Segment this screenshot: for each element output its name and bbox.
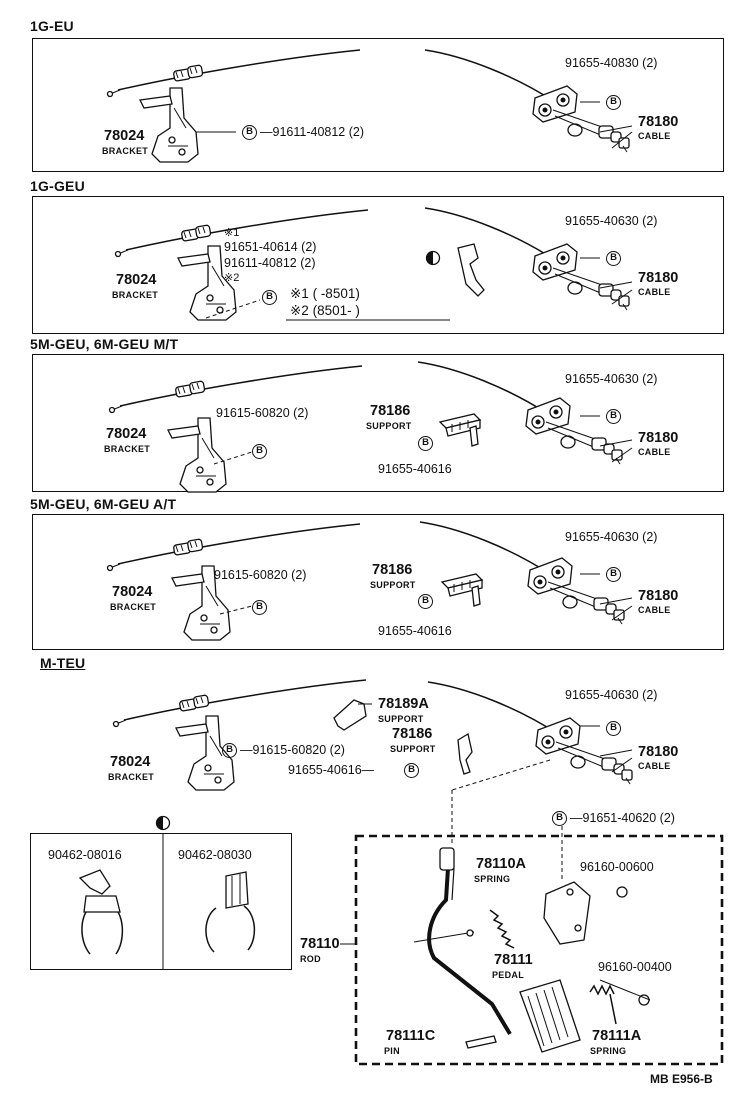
part-name-cable: CABLE	[638, 605, 671, 615]
section-title-1g-eu: 1G-EU	[30, 18, 74, 34]
bolt-marker: B	[418, 594, 433, 609]
part-number-spring: 78110A	[476, 856, 526, 872]
section-title-at: 5M-GEU, 6M-GEU A/T	[30, 496, 177, 512]
part-number-support: 78186	[370, 403, 411, 419]
part-name-support: SUPPORT	[366, 421, 412, 431]
bolt-marker: B	[242, 125, 257, 140]
part-name-spring: SPRING	[474, 874, 511, 884]
part-name-pedal: PEDAL	[492, 970, 525, 980]
part-name-bracket: BRACKET	[104, 444, 151, 454]
part-name-bracket: BRACKET	[112, 290, 159, 300]
part-number-support: 78186	[372, 562, 413, 578]
part-number-clip-a: 90462-08016	[48, 848, 122, 862]
part-number-bracket: 78024	[110, 754, 151, 770]
bolt-marker: B	[606, 95, 621, 110]
bolt-marker: B	[606, 721, 621, 736]
part-number: 91655-40830 (2)	[565, 56, 658, 70]
part-number-pin: 78111C	[386, 1028, 436, 1044]
part-number-bracket: 78024	[106, 426, 147, 442]
part-number-support: 78186	[392, 726, 433, 742]
section-title-m-teu: M-TEU	[40, 655, 86, 671]
section-title-mt: 5M-GEU, 6M-GEU M/T	[30, 336, 179, 352]
part-number-rod: 78110	[300, 936, 340, 952]
panel-1g-geu	[32, 196, 724, 334]
bolt-marker: B	[418, 436, 433, 451]
part-number: 91611-40812 (2)	[224, 256, 316, 270]
part-number: 91655-40616	[378, 624, 452, 638]
clip-detail-panel	[30, 833, 292, 970]
part-number-cable: 78180	[638, 744, 679, 760]
part-number: 91655-40630 (2)	[565, 688, 658, 702]
diagram-code: MB E956-B	[650, 1072, 713, 1086]
panel-1g-eu	[32, 38, 724, 172]
part-number: —91651-40620 (2)	[570, 811, 675, 825]
part-number: 91615-60820 (2)	[216, 406, 309, 420]
part-number-support: 78189A	[378, 696, 429, 712]
part-name-support: SUPPORT	[370, 580, 416, 590]
panel-at	[32, 514, 724, 650]
bolt-marker: B	[552, 811, 567, 826]
bolt-marker: B	[252, 444, 267, 459]
part-name-support: SUPPORT	[390, 744, 436, 754]
part-number: 91651-40614 (2)	[224, 240, 317, 254]
part-number-bracket: 78024	[116, 272, 157, 288]
part-name-bracket: BRACKET	[110, 602, 157, 612]
bolt-marker: B	[252, 600, 267, 615]
date-note-1: ※1 ( -8501)	[290, 286, 360, 301]
part-number: —91611-40812 (2)	[260, 125, 365, 139]
part-name-rod: ROD	[300, 954, 321, 964]
part-name-cable: CABLE	[638, 761, 671, 771]
note-marker: ※1	[224, 227, 240, 239]
bolt-marker: B	[404, 763, 419, 778]
part-number: —91615-60820 (2)	[240, 743, 345, 757]
part-name-pin: PIN	[384, 1046, 400, 1056]
part-name-cable: CABLE	[638, 447, 671, 457]
part-name-bracket: BRACKET	[102, 146, 149, 156]
part-number-bracket: 78024	[104, 128, 145, 144]
part-name-support: SUPPORT	[378, 714, 424, 724]
part-number: 91655-40630 (2)	[565, 530, 658, 544]
section-title-1g-geu: 1G-GEU	[30, 178, 85, 194]
bolt-marker: B	[606, 567, 621, 582]
panel-mt	[32, 354, 724, 492]
date-note-2: ※2 (8501- )	[290, 303, 360, 318]
part-number: 96160-00600	[580, 860, 654, 874]
part-name-cable: CABLE	[638, 131, 671, 141]
part-number-clip-b: 90462-08030	[178, 848, 252, 862]
part-number-cable: 78180	[638, 270, 679, 286]
part-number: 96160-00400	[598, 960, 672, 974]
part-number-cable: 78180	[638, 588, 679, 604]
part-number-spring: 78111A	[592, 1028, 642, 1044]
note-marker: ※2	[224, 272, 240, 284]
part-number: 91655-40616—	[288, 763, 375, 777]
part-number-cable: 78180	[638, 430, 679, 446]
part-number: 91655-40630 (2)	[565, 214, 658, 228]
part-number: 91655-40630 (2)	[565, 372, 658, 386]
bolt-marker: B	[262, 290, 277, 305]
part-number-cable: 78180	[638, 114, 679, 130]
part-number: 91655-40616	[378, 462, 452, 476]
part-number-pedal: 78111	[494, 952, 533, 968]
part-number: 91615-60820 (2)	[214, 568, 307, 582]
part-name-cable: CABLE	[638, 287, 671, 297]
bolt-marker: B	[222, 743, 237, 758]
part-name-bracket: BRACKET	[108, 772, 155, 782]
part-name-spring: SPRING	[590, 1046, 627, 1056]
bolt-marker: B	[606, 409, 621, 424]
bolt-marker: B	[606, 251, 621, 266]
part-number-bracket: 78024	[112, 584, 153, 600]
